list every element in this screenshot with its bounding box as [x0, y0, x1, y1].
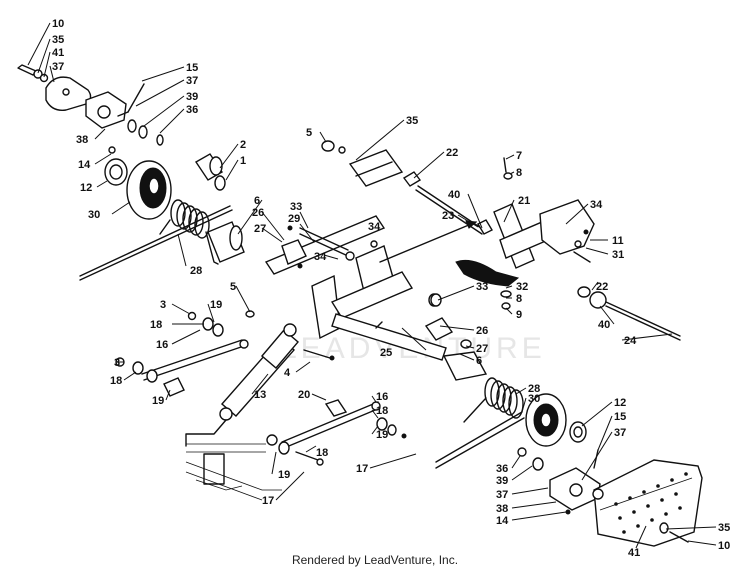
- callout-label: 19: [152, 395, 164, 407]
- callout-label: 14: [496, 515, 509, 527]
- callout-label: 26: [252, 207, 264, 219]
- upper-left-mount-assembly: [17, 64, 226, 220]
- callout-label: 30: [528, 393, 540, 405]
- callout-label: 37: [52, 61, 64, 73]
- callout-labels: 10 35 41 37 15 37 39 36 38 14 12 30 2 1 …: [52, 18, 730, 559]
- callout-label: 9: [516, 309, 522, 321]
- callout-label: 37: [186, 75, 198, 87]
- callout-label: 34: [368, 221, 381, 233]
- idler-wheel-right: [517, 393, 703, 547]
- callout-label: 2: [240, 139, 246, 151]
- front-arm-assembly: [207, 215, 478, 361]
- callout-label: 13: [254, 389, 266, 401]
- callout-label: 7: [516, 150, 522, 162]
- callout-label: 41: [52, 47, 64, 59]
- leader-lines: [27, 22, 717, 549]
- left-linkage: [115, 310, 348, 417]
- callout-label: 29: [288, 213, 300, 225]
- callout-label: 17: [262, 495, 274, 507]
- callout-label: 31: [612, 249, 624, 261]
- callout-label: 39: [186, 91, 198, 103]
- torsion-spring-left: [159, 199, 219, 265]
- rear-upper-assembly: [321, 140, 681, 341]
- callout-label: 41: [628, 547, 640, 559]
- callout-label: 22: [596, 281, 608, 293]
- callout-label: 12: [614, 397, 626, 409]
- callout-label: 19: [210, 299, 222, 311]
- callout-label: 21: [518, 195, 530, 207]
- callout-label: 40: [598, 319, 610, 331]
- callout-label: 6: [476, 355, 482, 367]
- callout-label: 35: [406, 115, 418, 127]
- callout-label: 15: [186, 62, 198, 74]
- callout-label: 18: [150, 319, 162, 331]
- callout-label: 37: [496, 489, 508, 501]
- long-rod-left: [79, 205, 231, 277]
- callout-label: 3: [160, 299, 166, 311]
- callout-label: 27: [476, 343, 488, 355]
- callout-label: 8: [516, 293, 522, 305]
- callout-label: 10: [718, 540, 730, 552]
- callout-label: 20: [298, 389, 310, 401]
- callout-label: 26: [476, 325, 488, 337]
- callout-label: 10: [52, 18, 64, 30]
- callout-label: 28: [528, 383, 540, 395]
- callout-label: 18: [110, 375, 122, 387]
- callout-label: 25: [380, 347, 392, 359]
- shock-absorber: [185, 323, 299, 447]
- torsion-spring-right: [435, 377, 525, 469]
- callout-label: 34: [314, 251, 327, 263]
- callout-label: 5: [306, 127, 312, 139]
- callout-label: 3: [114, 357, 120, 369]
- callout-label: 35: [52, 34, 64, 46]
- callout-label: 12: [80, 182, 92, 194]
- footer-credit: Rendered by LeadVenture, Inc.: [291, 553, 459, 567]
- callout-label: 24: [624, 335, 637, 347]
- track-outline: [185, 443, 282, 501]
- callout-label: 32: [516, 281, 528, 293]
- callout-label: 30: [88, 209, 100, 221]
- callout-label: 8: [516, 167, 522, 179]
- callout-label: 39: [496, 475, 508, 487]
- callout-label: 38: [76, 134, 88, 146]
- callout-label: 19: [376, 429, 388, 441]
- callout-label: 36: [496, 463, 508, 475]
- callout-label: 40: [448, 189, 460, 201]
- callout-label: 6: [254, 195, 260, 207]
- callout-label: 14: [78, 159, 91, 171]
- callout-label: 15: [614, 411, 626, 423]
- callout-label: 28: [190, 265, 202, 277]
- callout-label: 36: [186, 104, 198, 116]
- callout-label: 34: [590, 199, 603, 211]
- callout-label: 19: [278, 469, 290, 481]
- callout-label: 1: [240, 155, 246, 167]
- callout-label: 5: [230, 281, 236, 293]
- bracket-right: [424, 317, 454, 341]
- callout-label: 38: [496, 503, 508, 515]
- callout-label: 17: [356, 463, 368, 475]
- callout-label: 11: [612, 235, 624, 247]
- callout-label: 37: [614, 427, 626, 439]
- callout-label: 16: [156, 339, 168, 351]
- callout-label: 18: [376, 405, 388, 417]
- callout-label: 35: [718, 522, 730, 534]
- callout-label: 16: [376, 391, 388, 403]
- callout-label: 4: [284, 367, 291, 379]
- callout-label: 18: [316, 447, 328, 459]
- callout-label: 33: [476, 281, 488, 293]
- bushing-right: [442, 351, 488, 381]
- callout-label: 23: [442, 210, 454, 222]
- callout-label: 22: [446, 147, 458, 159]
- callout-label: 27: [254, 223, 266, 235]
- callout-label: 33: [290, 201, 302, 213]
